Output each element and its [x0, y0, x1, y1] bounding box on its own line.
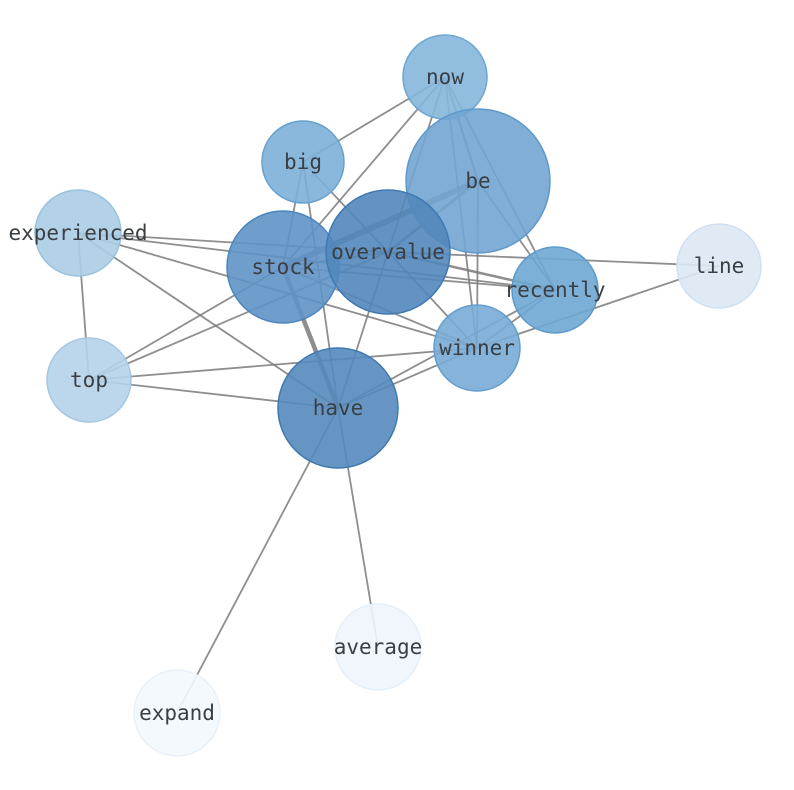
- graph-node-expand: [133, 669, 221, 757]
- graph-node-big: [261, 120, 345, 204]
- node-label-experienced: experienced: [8, 221, 147, 245]
- node-label-be: be: [465, 169, 490, 193]
- labels-layer: now be big experienced stock overvalue line rec…: [8, 65, 744, 725]
- node-label-average: average: [334, 635, 423, 659]
- node-label-recently: recently: [504, 278, 605, 302]
- graph-node-have: [277, 347, 399, 469]
- graph-node-overvalue: [325, 189, 451, 315]
- node-label-stock: stock: [251, 255, 315, 279]
- node-label-overvalue: overvalue: [331, 240, 445, 264]
- node-label-big: big: [284, 150, 322, 174]
- graph-node-line: [676, 223, 762, 309]
- graph-node-recently: [511, 246, 599, 334]
- node-label-winner: winner: [439, 336, 515, 360]
- graph-node-top: [46, 337, 132, 423]
- node-label-line: line: [694, 254, 745, 278]
- node-label-top: top: [70, 368, 108, 392]
- graph-node-average: [334, 603, 422, 691]
- graph-node-be: [405, 108, 551, 254]
- graph-node-experienced: [34, 189, 122, 277]
- node-label-have: have: [313, 396, 364, 420]
- nodes-layer: [34, 34, 762, 757]
- edge-top-winner: [88, 347, 478, 381]
- graph-node-winner: [433, 304, 521, 392]
- node-label-expand: expand: [139, 701, 215, 725]
- node-label-now: now: [426, 65, 464, 89]
